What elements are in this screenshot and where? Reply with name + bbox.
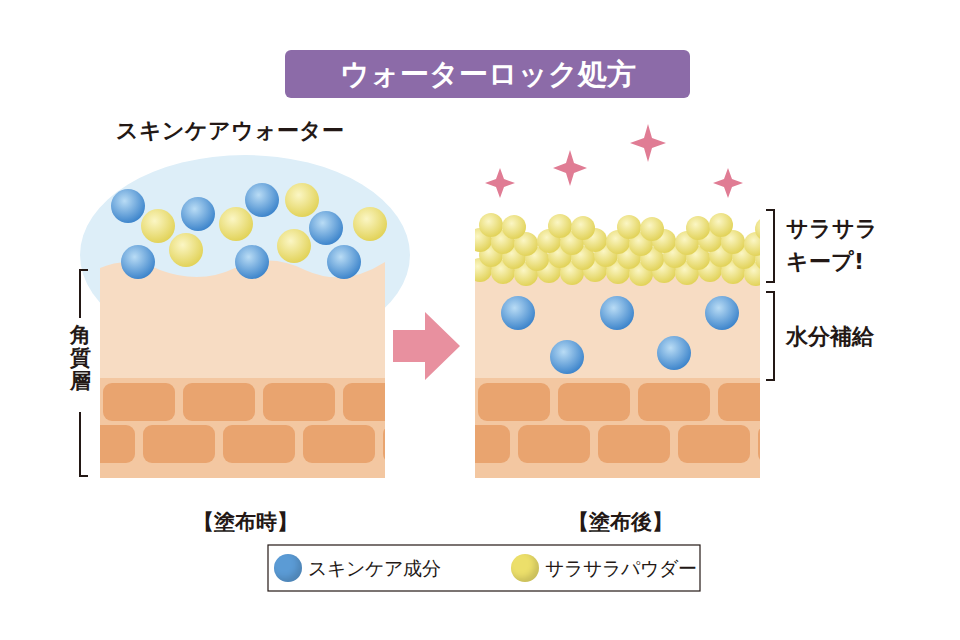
cell [183,383,255,421]
powder [709,213,733,237]
effect-label: サラサラ キープ! [786,212,896,278]
particle [121,245,155,279]
powder [548,214,572,238]
powder [640,217,664,241]
sparkles [485,124,743,198]
cell [383,425,385,463]
skin-right [438,262,830,478]
ingredient [657,336,691,370]
particle [181,197,215,231]
particle [169,233,203,267]
stage-label: 【塗布時】 [193,508,298,536]
cell [678,425,750,463]
particle [219,207,253,241]
ingredient [501,296,535,330]
skin-left [63,260,455,478]
particle [245,183,279,217]
legend-frame [268,545,700,591]
cell [558,383,630,421]
particles-right [475,213,760,374]
powder [686,216,710,240]
cell [103,383,175,421]
particle [235,245,269,279]
powder [571,216,595,240]
powder [502,215,526,239]
legend-text: スキンケア成分 [308,556,441,580]
powder [617,215,641,239]
cell [638,383,710,421]
effect-label: 水分補給 [786,322,874,352]
ingredient [550,340,584,374]
cell [475,425,510,463]
cell [143,425,215,463]
ingredient [705,296,739,330]
legend-text: サラサラパウダー [545,556,697,580]
particle [141,209,175,243]
stage-label: 【塗布後】 [568,508,673,536]
cell [758,425,760,463]
particle [285,183,319,217]
cell [518,425,590,463]
particle [111,189,145,223]
brackets [80,210,774,476]
transition-arrow [393,312,460,380]
cell [598,425,670,463]
particle [309,211,343,245]
particle [327,245,361,279]
cell [223,425,295,463]
particles-left [111,183,387,279]
layer-label: 角質層 [70,324,91,393]
cell [100,425,135,463]
title-banner: ウォーターロック処方 [285,50,690,98]
cell [303,425,375,463]
ingredient [600,296,634,330]
powder [479,213,503,237]
legend-swatch [274,554,302,582]
legend-swatch [511,554,539,582]
particle [353,207,387,241]
powder [755,217,760,241]
particle [277,229,311,263]
cell [478,383,550,421]
cell [718,383,760,421]
water-label: スキンケアウォーター [116,116,344,146]
cell [343,383,385,421]
cell [263,383,335,421]
